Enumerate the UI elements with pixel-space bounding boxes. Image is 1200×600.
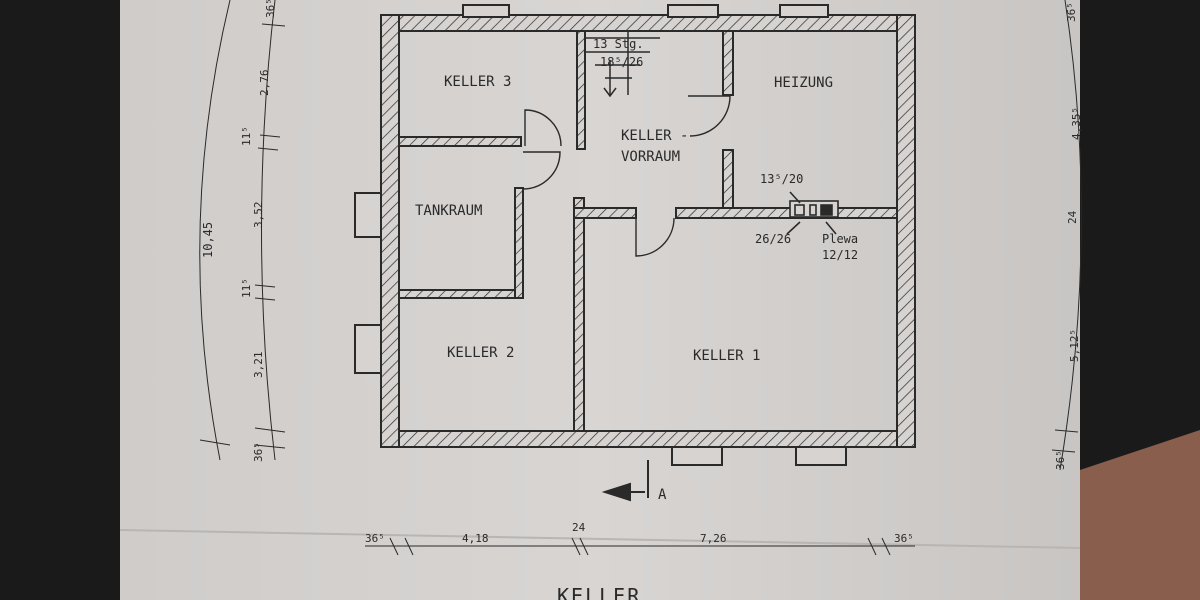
plewa-size-label: 12/12: [822, 248, 858, 262]
dim-left-6: 3,21: [252, 352, 265, 379]
windows: [354, 4, 847, 466]
dim-right-1: 36⁵: [1065, 2, 1078, 22]
staircase: [585, 31, 660, 98]
dim-left-5: 11⁵: [240, 278, 253, 298]
room-keller-3: KELLER 3: [444, 74, 511, 90]
room-keller-2: KELLER 2: [447, 345, 514, 361]
room-heizung: HEIZUNG: [774, 75, 833, 91]
chimney-labels: 13⁵/20 26/26 Plewa 12/12: [755, 172, 858, 262]
dim-left-total: 10,45: [201, 222, 215, 258]
dim-right-chain: 36⁵ 4,35⁵ 24 5,12⁵ 36⁵: [1054, 2, 1083, 470]
dim-bottom-4: 7,26: [700, 532, 727, 545]
dim-bottom-2: 4,18: [462, 532, 489, 545]
dim-left-7: 36⁵: [252, 442, 265, 462]
stair-steps-label: 13 Stg.: [593, 37, 644, 51]
section-marker-label: A: [658, 487, 667, 503]
room-keller-vorraum-line2: VORRAUM: [621, 149, 680, 165]
dim-left-1: 36⁵: [264, 0, 277, 18]
dim-left-3: 11⁵: [240, 126, 253, 146]
chimney-left-label: 26/26: [755, 232, 791, 246]
stair-labels: 13 Stg. 18⁵/26: [593, 37, 644, 69]
dim-right-5: 36⁵: [1054, 450, 1067, 470]
dim-bottom-3: 24: [572, 521, 586, 534]
dim-right-4: 5,12⁵: [1068, 329, 1081, 362]
dim-left-4: 3,52: [252, 202, 265, 229]
plewa-name-label: Plewa: [822, 232, 858, 246]
section-marker: [601, 460, 649, 502]
dim-bottom-5: 36⁵: [894, 532, 914, 545]
room-keller-1: KELLER 1: [693, 348, 760, 364]
stair-ratio-label: 18⁵/26: [600, 55, 643, 69]
room-keller-vorraum-line1: KELLER -: [621, 128, 688, 144]
room-tankraum: TANKRAUM: [415, 203, 482, 219]
dim-left-2: 2,76: [258, 70, 271, 97]
plan-title: KELLER: [557, 584, 641, 600]
room-labels: KELLER 3 TANKRAUM KELLER 2 HEIZUNG KELLE…: [415, 74, 833, 364]
chimney: [786, 191, 839, 235]
dim-bottom-chain: 36⁵ 4,18 24 7,26 36⁵: [365, 521, 914, 545]
interior-walls: [398, 30, 898, 432]
doors: [522, 95, 731, 257]
dim-right-3: 24: [1066, 210, 1079, 224]
chimney-top-label: 13⁵/20: [760, 172, 803, 186]
dim-bottom-1: 36⁵: [365, 532, 385, 545]
paper-fold: [119, 529, 1081, 549]
dimension-lines: [199, 0, 1082, 556]
paper-sheet: [120, 0, 1080, 600]
dim-right-2: 4,35⁵: [1070, 107, 1083, 140]
dim-left-chain: 36⁵ 2,76 11⁵ 3,52 11⁵ 3,21 36⁵: [240, 0, 277, 462]
